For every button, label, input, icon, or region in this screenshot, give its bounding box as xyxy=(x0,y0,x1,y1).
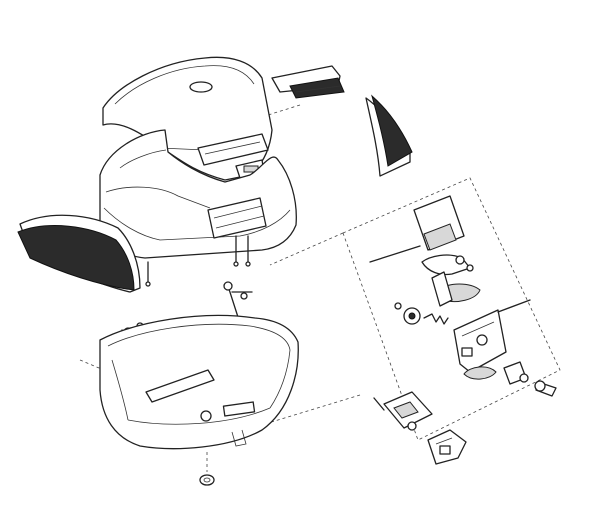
latch-plate xyxy=(373,391,433,431)
top-reflector-strip xyxy=(271,65,345,99)
logo-badge-icon xyxy=(189,81,213,93)
lock-assembly-frame xyxy=(244,104,561,441)
case-base xyxy=(99,314,299,486)
lid-cover xyxy=(102,56,273,181)
case-lid-shell xyxy=(99,129,297,267)
lock-assembly xyxy=(369,195,557,397)
clip-block xyxy=(427,429,467,465)
left-side-panel xyxy=(17,214,151,293)
right-reflector-panel xyxy=(365,94,413,177)
grommet-icon xyxy=(199,474,215,486)
